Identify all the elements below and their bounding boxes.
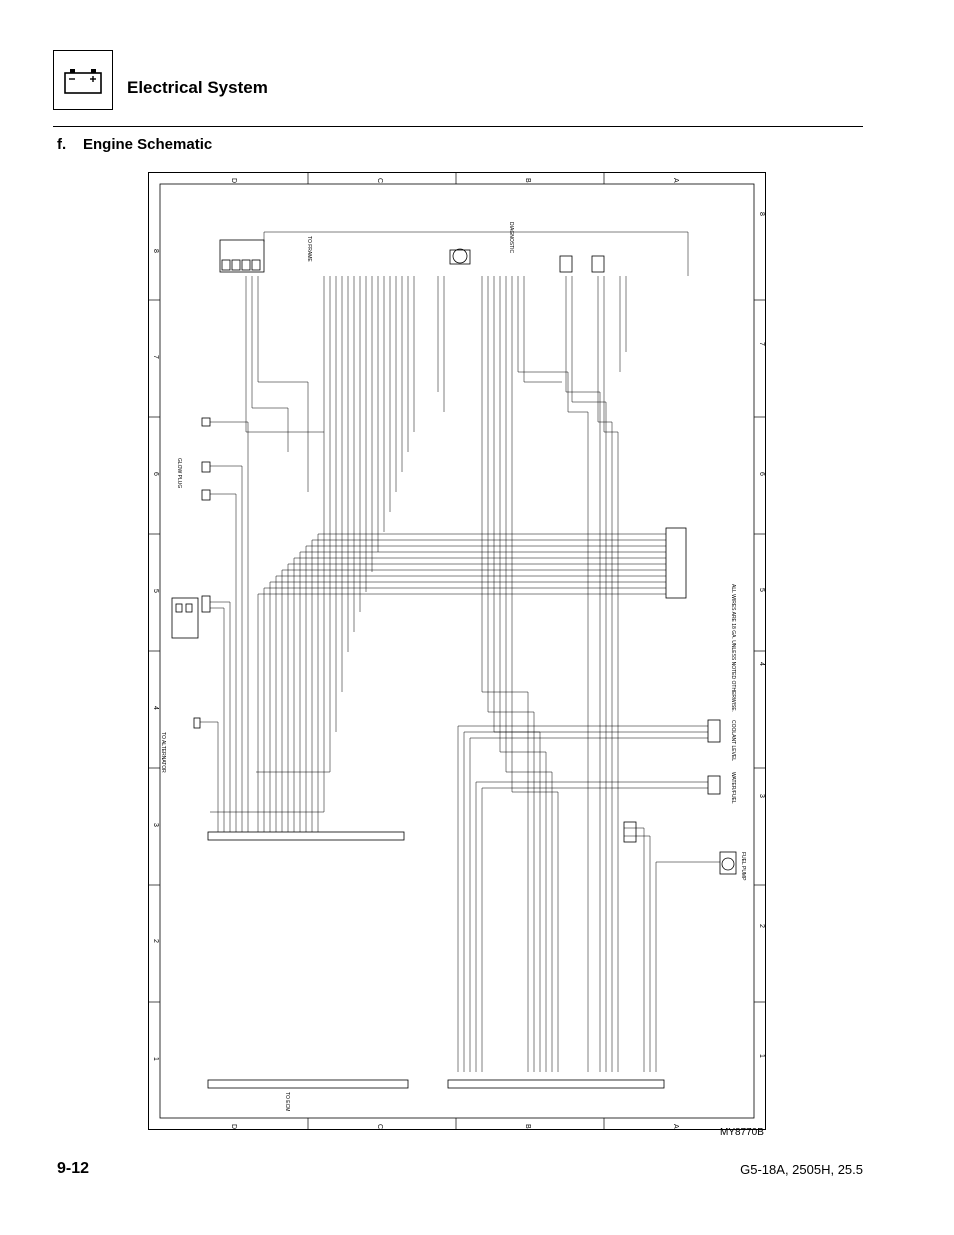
zone-top-c: C xyxy=(376,178,383,183)
figure-id: MY8770B xyxy=(720,1127,764,1138)
subsection-text: Engine Schematic xyxy=(83,136,213,153)
row-right-8: 8 xyxy=(758,212,765,216)
row-left-7: 7 xyxy=(152,355,159,359)
row-left-8: 8 xyxy=(152,249,159,253)
document-reference: G5-18A, 2505H, 25.5 xyxy=(740,1162,863,1177)
row-right-4: 4 xyxy=(758,662,765,666)
label-coolant-level: COOLANT LEVEL xyxy=(730,720,736,761)
row-left-4: 4 xyxy=(152,706,159,710)
zone-top-d: D xyxy=(230,178,237,183)
row-right-6: 6 xyxy=(758,472,765,476)
row-right-5: 5 xyxy=(758,588,765,592)
label-to-ecm: TO ECM xyxy=(284,1092,290,1111)
row-left-2: 2 xyxy=(152,939,159,943)
zone-top-a: A xyxy=(672,178,679,183)
label-to-alternator: TO ALTERNATOR xyxy=(160,732,166,773)
row-right-7: 7 xyxy=(758,342,765,346)
label-to-frame: TO FRAME xyxy=(306,236,312,262)
label-fuel-pump: FUEL PUMP xyxy=(740,852,746,881)
row-right-3: 3 xyxy=(758,794,765,798)
engine-schematic: D C B A D C B A 8 7 6 5 4 3 2 1 8 7 6 5 … xyxy=(148,172,766,1130)
zone-bottom-a: A xyxy=(672,1124,679,1129)
battery-icon xyxy=(64,69,102,94)
section-title: Electrical System xyxy=(127,78,268,97)
label-diagnostic: DIAGNOSTIC xyxy=(508,222,514,254)
row-left-6: 6 xyxy=(152,472,159,476)
page-number: 9-12 xyxy=(57,1160,90,1177)
label-water-fuel: WATER/FUEL xyxy=(730,772,736,804)
row-left-3: 3 xyxy=(152,823,159,827)
label-note: ALL WIRES ARE 18 GA. UNLESS NOTED OTHERW… xyxy=(730,584,736,712)
row-left-1: 1 xyxy=(152,1057,159,1061)
zone-bottom-d: D xyxy=(230,1124,237,1129)
subsection-letter: f. xyxy=(57,136,67,153)
label-glow-plug: GLOW PLUG xyxy=(176,458,182,488)
engine-schematic-drawing: D C B A D C B A 8 7 6 5 4 3 2 1 8 7 6 5 … xyxy=(148,172,766,1130)
battery-icon-box xyxy=(53,50,113,110)
subsection-title: f. Engine Schematic xyxy=(57,136,212,153)
header-divider xyxy=(53,126,863,127)
row-left-5: 5 xyxy=(152,589,159,593)
row-right-1: 1 xyxy=(758,1054,765,1058)
zone-bottom-c: C xyxy=(376,1124,383,1129)
row-right-2: 2 xyxy=(758,924,765,928)
zone-bottom-b: B xyxy=(524,1124,531,1129)
zone-top-b: B xyxy=(524,178,531,183)
